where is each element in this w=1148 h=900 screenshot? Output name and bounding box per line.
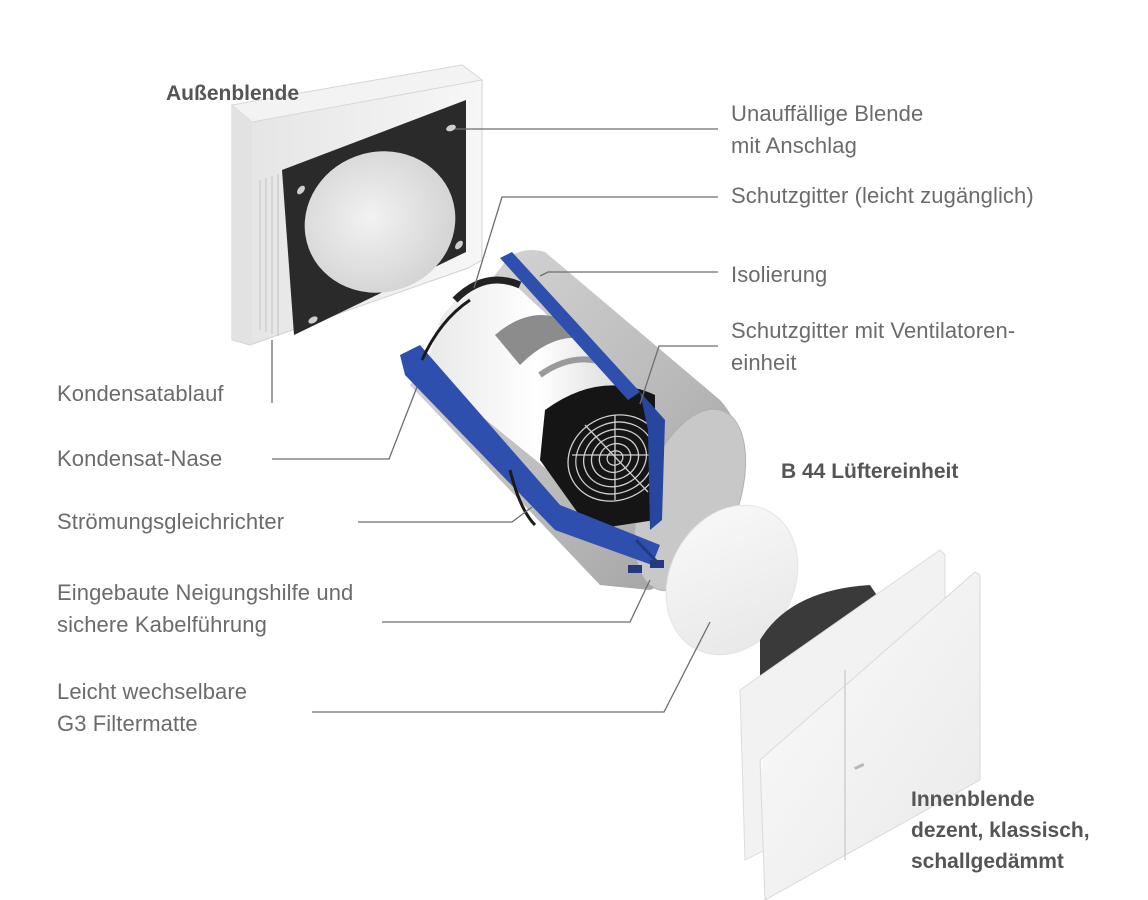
label-condensate-drain: Kondensatablauf <box>57 381 224 406</box>
label-filter-mat-line1: Leicht wechselbare <box>57 679 248 704</box>
filter-mat-illustration <box>665 504 799 656</box>
outer-cover-illustration <box>230 64 484 346</box>
inner-cover-title-line2: dezent, klassisch, <box>911 819 1090 842</box>
label-condensate-nose: Kondensat-Nase <box>57 446 223 471</box>
label-flow-straightener: Strömungsgleichrichter <box>57 509 285 534</box>
fan-unit-illustration <box>400 249 747 592</box>
label-unobtrusive-cover-line2: mit Anschlag <box>731 133 857 158</box>
label-grille-with-fan: Schutzgitter mit Ventilatoren- einheit <box>731 315 1015 379</box>
leader-lines <box>271 128 718 713</box>
label-grille-with-fan-line1: Schutzgitter mit Ventilatoren- <box>731 318 1016 343</box>
label-unobtrusive-cover-line1: Unauffällige Blende <box>731 101 924 126</box>
fan-unit-title: B 44 Lüftereinheit <box>781 460 959 483</box>
label-grille-with-fan-line2: einheit <box>731 350 797 375</box>
label-tilt-aid: Eingebaute Neigungshilfe und sichere Kab… <box>57 577 353 641</box>
label-filter-mat: Leicht wechselbare G3 Filtermatte <box>57 676 247 740</box>
inner-cover-title: Innenblende dezent, klassisch, schallged… <box>911 784 1090 877</box>
outer-cover-title: Außenblende <box>166 82 300 105</box>
label-tilt-aid-line2: sichere Kabelführung <box>57 612 267 637</box>
label-insulation: Isolierung <box>731 262 828 287</box>
inner-cover-illustration <box>739 549 981 900</box>
inner-cover-title-line3: schallgedämmt <box>911 850 1064 873</box>
inner-cover-title-line1: Innenblende <box>911 788 1035 811</box>
label-filter-mat-line2: G3 Filtermatte <box>57 711 198 736</box>
label-protective-grille: Schutzgitter (leicht zugänglich) <box>731 183 1034 208</box>
label-tilt-aid-line1: Eingebaute Neigungshilfe und <box>57 580 354 605</box>
label-unobtrusive-cover: Unauffällige Blende mit Anschlag <box>731 98 923 162</box>
